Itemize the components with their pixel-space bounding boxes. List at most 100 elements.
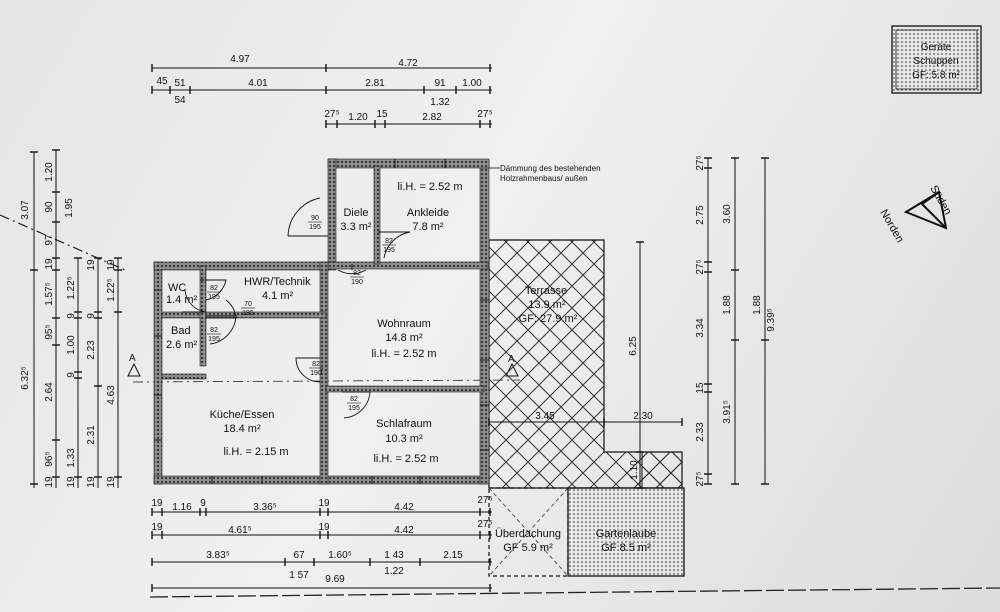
room-hwr-area: 4.1 m² bbox=[262, 290, 294, 302]
dim-label: 1.16 bbox=[172, 502, 192, 513]
dim-label: 15 bbox=[695, 382, 706, 394]
dim-label: 4.61⁵ bbox=[228, 525, 252, 536]
dim-label: 9 bbox=[66, 313, 77, 319]
dim-label: 1.20 bbox=[348, 112, 368, 123]
compass: Süden Norden bbox=[877, 184, 953, 245]
door-label: 82 bbox=[210, 285, 218, 292]
dim-label: 19 bbox=[44, 258, 55, 270]
door-labels: 90 195 82 195 82 190 82 195 70 195 82 19… bbox=[207, 215, 396, 412]
dim-label: 51 bbox=[174, 78, 186, 89]
dim-label: 97 bbox=[44, 234, 55, 246]
dim-label: 19 bbox=[151, 498, 163, 509]
dim-label: 3.34 bbox=[695, 318, 706, 338]
dim-label: 19 bbox=[318, 498, 330, 509]
dim-label: 1.95 bbox=[64, 198, 75, 218]
dim-label: 27⁵ bbox=[695, 155, 706, 170]
doors bbox=[182, 197, 411, 419]
dim-label: 6.32⁵ bbox=[20, 366, 31, 390]
dim-label: 4.42 bbox=[394, 525, 414, 536]
room-ueberdachung-gf: GF 5.9 m² bbox=[503, 542, 553, 554]
dim-label: 9 bbox=[66, 372, 77, 378]
dim-label: 2.82 bbox=[422, 112, 442, 123]
compass-north-label: Norden bbox=[877, 208, 905, 245]
terrace-dimensions bbox=[488, 241, 683, 489]
door-label: 90 bbox=[311, 215, 319, 222]
room-schlafraum-height: li.H. = 2.52 m bbox=[373, 453, 438, 465]
room-kueche-name: Küche/Essen bbox=[210, 409, 275, 421]
door-label: 195 bbox=[242, 310, 254, 317]
room-schlafraum-area: 10.3 m² bbox=[385, 433, 423, 445]
dim-label: 4.63 bbox=[106, 385, 117, 405]
dim-label: 6.25 bbox=[628, 336, 639, 356]
door-label: 82 bbox=[312, 361, 320, 368]
dim-label: 9.39⁵ bbox=[766, 308, 777, 332]
legend-box: Geräte Schuppen GF: 5.8 m² bbox=[891, 25, 982, 94]
dim-label: 1.32 bbox=[430, 97, 450, 108]
room-wc-area: 1.4 m² bbox=[166, 294, 198, 306]
door-label: 82 bbox=[350, 396, 358, 403]
bottom-dimensions bbox=[151, 508, 492, 592]
dim-label: 1.00 bbox=[462, 78, 482, 89]
dim-label: 1.57⁵ bbox=[44, 282, 55, 306]
door-label: 190 bbox=[310, 370, 322, 377]
dim-label: 27⁵ bbox=[477, 495, 492, 506]
dim-label: 19 bbox=[86, 476, 97, 488]
dim-label: 2.64 bbox=[44, 382, 55, 402]
insulation-note: Dämmung des bestehenden Holzrahmenbaus/ … bbox=[489, 164, 601, 183]
dim-label: 19 bbox=[86, 259, 97, 271]
room-bad-name: Bad bbox=[171, 325, 191, 337]
top-dimension-labels: 4.97 4.72 45 51 54 4.01 2.81 91 1.32 1.0… bbox=[156, 54, 492, 123]
terrace-dimension-labels: 3.45 2.30 1.10 6.25 bbox=[535, 336, 653, 480]
dim-label: 3.83⁵ bbox=[206, 550, 230, 561]
dim-label: 15 bbox=[376, 109, 388, 120]
door-label: 82 bbox=[353, 270, 361, 277]
dim-label: 96⁵ bbox=[44, 451, 55, 466]
dim-label: 3.45 bbox=[535, 411, 555, 422]
room-hwr-name: HWR/Technik bbox=[244, 276, 311, 288]
dim-label: 2.15 bbox=[443, 550, 463, 561]
dim-label: 3.60 bbox=[722, 204, 733, 224]
top-dimensions bbox=[151, 64, 492, 128]
windows bbox=[154, 159, 489, 484]
dim-label: 4.42 bbox=[394, 502, 414, 513]
dim-label: 4.97 bbox=[230, 54, 250, 65]
dim-label: 19 bbox=[106, 259, 117, 271]
room-diele-name: Diele bbox=[343, 207, 368, 219]
door-label: 195 bbox=[383, 247, 395, 254]
dim-label: 1.88 bbox=[752, 295, 763, 315]
door-label: 195 bbox=[208, 294, 220, 301]
dim-label: 90 bbox=[44, 201, 55, 213]
dim-label: 2.30 bbox=[633, 411, 653, 422]
right-dimension-labels: 27⁵ 2.75 27⁵ 3.34 15 2.33 27⁵ 3.60 1.88 … bbox=[695, 155, 777, 486]
dim-label: 2.75 bbox=[695, 205, 706, 225]
dim-label: 19 bbox=[318, 522, 330, 533]
room-kueche-area: 18.4 m² bbox=[223, 423, 261, 435]
left-dimension-labels: 3.07 6.32⁵ 1.20 90 97 19 1.57⁵ 95⁵ 2.64 … bbox=[20, 162, 117, 488]
room-ankleide-name: Ankleide bbox=[407, 207, 449, 219]
terrace-area bbox=[488, 239, 683, 489]
door-label: 190 bbox=[351, 279, 363, 286]
dim-label: 54 bbox=[174, 95, 186, 106]
room-terrasse-area: 13.9 m² bbox=[528, 299, 566, 311]
dim-label: 2.23 bbox=[86, 340, 97, 360]
room-wohnraum-area: 14.8 m² bbox=[385, 332, 423, 344]
room-terrasse-name: Terrasse bbox=[525, 285, 567, 297]
dim-label: 1.20 bbox=[44, 162, 55, 182]
room-diele-area: 3.3 m² bbox=[340, 221, 372, 233]
dim-label: 27⁵ bbox=[477, 519, 492, 530]
dim-label: 19 bbox=[151, 522, 163, 533]
legend-line-1: Geräte bbox=[921, 42, 952, 53]
dim-label: 2.33 bbox=[695, 422, 706, 442]
room-terrasse-gf: GF: 27.9 m² bbox=[519, 313, 578, 325]
door-label: 195 bbox=[348, 405, 360, 412]
dim-label: 9.69 bbox=[325, 574, 345, 585]
door-label: 82 bbox=[210, 327, 218, 334]
room-gartenlaube-name: Gartenlaube bbox=[596, 528, 657, 540]
dim-label: 1 57 bbox=[289, 570, 309, 581]
dim-label: 19 bbox=[66, 476, 77, 488]
dim-label: 67 bbox=[293, 550, 305, 561]
dim-label: 2.81 bbox=[365, 78, 385, 89]
dim-label: 1.22 bbox=[384, 566, 404, 577]
